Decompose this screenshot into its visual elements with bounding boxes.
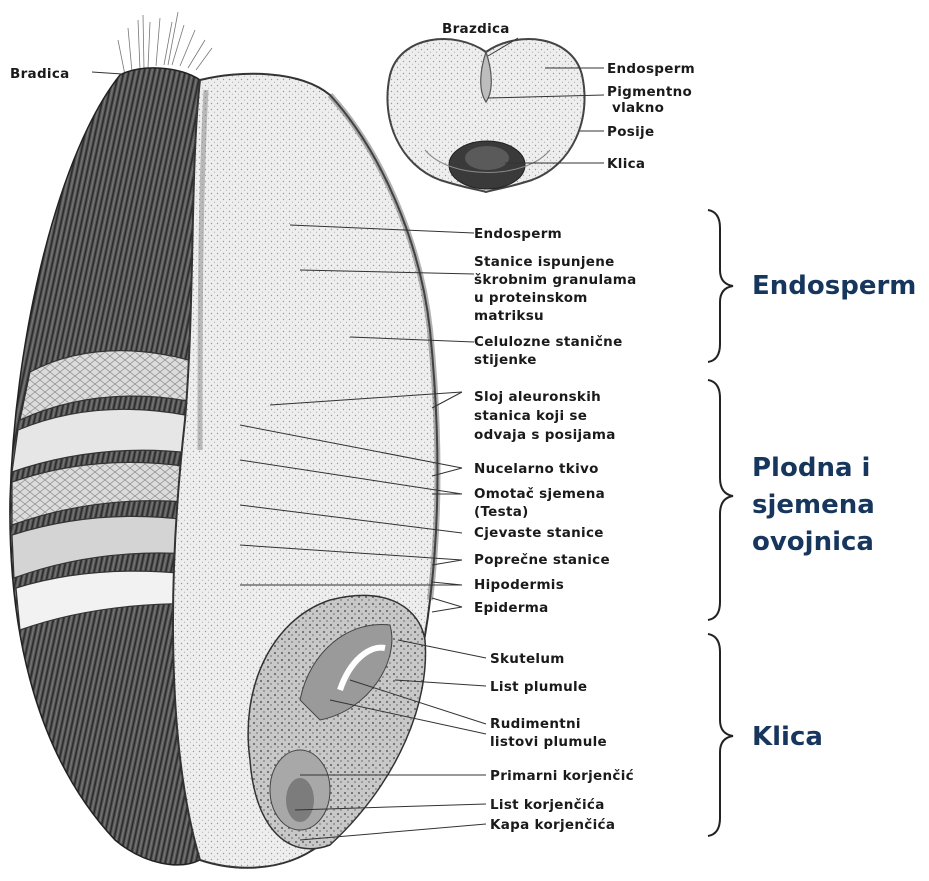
label-list-korjencica: List korjenčića xyxy=(490,797,605,813)
brace-group xyxy=(708,210,733,836)
beard-hairs xyxy=(118,12,212,75)
label-celulozne-2: stijenke xyxy=(474,352,537,368)
label-rudimentni-2: listovi plumule xyxy=(490,734,607,750)
group-plodna-3: ovojnica xyxy=(752,527,874,557)
label-celulozne-1: Celulozne stanične xyxy=(474,334,623,350)
label-stanice-2: škrobnim granulama xyxy=(474,272,637,288)
label-stanice-4: matriksu xyxy=(474,308,544,324)
label-omotac-2: (Testa) xyxy=(474,504,529,520)
label-aleuron-2: stanica koji se xyxy=(474,408,587,424)
label-poprecne: Poprečne stanice xyxy=(474,552,610,568)
label-endosperm-top: Endosperm xyxy=(607,61,695,77)
label-bradica: Bradica xyxy=(10,66,70,82)
main-labels: Endosperm Stanice ispunjene škrobnim gra… xyxy=(474,226,637,833)
group-klica: Klica xyxy=(752,722,823,752)
label-epiderma: Epiderma xyxy=(474,600,549,616)
label-nucelarno: Nucelarno tkivo xyxy=(474,461,599,477)
group-labels: Endosperm Plodna i sjemena ovojnica Klic… xyxy=(752,271,916,752)
label-aleuron-3: odvaja s posijama xyxy=(474,427,616,443)
brace-klica xyxy=(708,634,733,836)
label-stanice-3: u proteinskom xyxy=(474,290,588,306)
label-hipodermis: Hipodermis xyxy=(474,577,564,593)
group-plodna-1: Plodna i xyxy=(752,453,870,483)
label-cjevaste: Cjevaste stanice xyxy=(474,525,604,541)
label-pigmentno: Pigmentno xyxy=(607,84,692,100)
brace-endosperm xyxy=(708,210,733,362)
label-kapa: Kapa korjenčića xyxy=(490,817,615,833)
label-list-plumule: List plumule xyxy=(490,679,587,695)
label-brazdica: Brazdica xyxy=(442,21,510,37)
brace-plodna xyxy=(708,380,733,620)
label-skutelum: Skutelum xyxy=(490,651,565,667)
label-primarni: Primarni korjenčić xyxy=(490,768,634,784)
label-rudimentni-1: Rudimentni xyxy=(490,716,581,732)
label-vlakno: vlakno xyxy=(612,100,664,116)
label-stanice-1: Stanice ispunjene xyxy=(474,254,615,270)
label-aleuron-1: Sloj aleuronskih xyxy=(474,389,601,405)
kernel-drawing xyxy=(10,12,438,868)
label-klica-top: Klica xyxy=(607,156,645,172)
group-endosperm: Endosperm xyxy=(752,271,916,301)
label-endosperm: Endosperm xyxy=(474,226,562,242)
cross-section-drawing xyxy=(387,39,584,192)
label-posije: Posije xyxy=(607,124,654,140)
group-plodna-2: sjemena xyxy=(752,490,875,520)
label-omotac-1: Omotač sjemena xyxy=(474,486,605,502)
